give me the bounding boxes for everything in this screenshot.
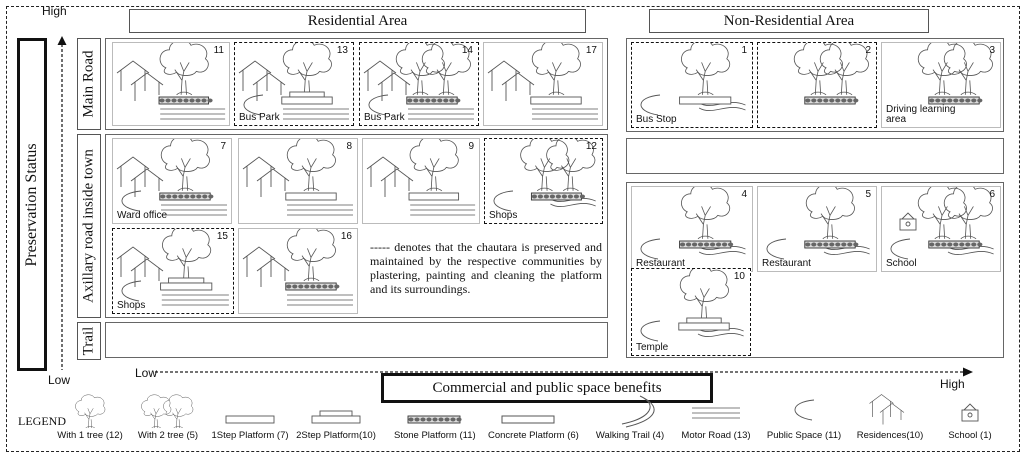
y-axis-arrow [57,36,67,370]
legend-item: School (1) [930,390,1010,441]
x-axis-arrow [155,367,973,377]
chautara-cell-9: 9 [362,138,480,224]
legend-item-label: Motor Road (13) [681,430,751,441]
motor-road-icon [676,390,756,428]
preservation-note: ----- denotes that the chautara is prese… [370,240,602,296]
chautara-cell-17: 17 [483,42,603,126]
legend-item: Motor Road (13) [676,390,756,441]
y-axis-title-box: Preservation Status [17,38,47,371]
legend-item: With 2 tree (5) [128,390,208,441]
legend-item-label: Residences(10) [856,430,924,441]
legend-item-label: School (1) [948,430,992,441]
legend-item: With 1 tree (12) [50,390,130,441]
legend-item: Stone Platform (11) [394,390,476,441]
y-axis-title: Preservation Status [23,142,40,267]
legend-item-label: 1Step Platform (7) [211,430,289,441]
stone-platform-icon [394,390,474,428]
chautara-cell-16: 16 [238,228,358,314]
non-residential-header: Non-Residential Area [649,9,929,33]
legend-item-label: Public Space (11) [766,430,842,441]
row-label-axillary-road: Axillary road inside town [77,134,101,318]
legend-item-label: Walking Trail (4) [595,430,665,441]
one-tree-icon [50,390,130,428]
y-axis-high-label: High [42,4,67,18]
panel-residential-trail [105,322,608,358]
legend-title: LEGEND [18,414,66,428]
residences-icon [850,390,930,428]
chautara-cell-2: 2 [757,42,877,128]
panel-nonres-axillary [626,138,1004,174]
legend-item: Residences(10) [850,390,930,441]
legend-item-label: With 2 tree (5) [137,430,199,441]
legend-item-label: With 1 tree (12) [57,430,123,441]
one-step-platform-icon [210,390,290,428]
two-step-platform-icon [296,390,376,428]
legend-item-label: 2Step Platform(10) [296,430,376,441]
legend-item: Walking Trail (4) [590,390,670,441]
residential-header: Residential Area [129,9,586,33]
x-axis-low-label: Low [135,366,158,380]
x-axis-title: Commercial and public space benefits [381,373,713,403]
row-label-trail: Trail [77,322,101,360]
school-icon [930,390,1010,428]
public-space-icon [764,390,844,428]
chautara-cell-11: 11 [112,42,230,126]
legend-item: 1Step Platform (7) [210,390,290,441]
chautara-cell-8: 8 [238,138,358,224]
outer-frame [6,6,1020,452]
legend-item-label: Stone Platform (11) [394,430,476,441]
row-label-main-road: Main Road [77,38,101,130]
walking-trail-icon [590,390,670,428]
concrete-platform-icon [488,390,568,428]
two-tree-icon [128,390,208,428]
legend-item: Concrete Platform (6) [488,390,579,441]
legend-item: 2Step Platform(10) [296,390,376,441]
y-axis-low-label: Low [48,373,71,387]
legend-item-label: Concrete Platform (6) [488,430,579,441]
legend-item: Public Space (11) [764,390,844,441]
x-axis-high-label: High [940,377,965,391]
